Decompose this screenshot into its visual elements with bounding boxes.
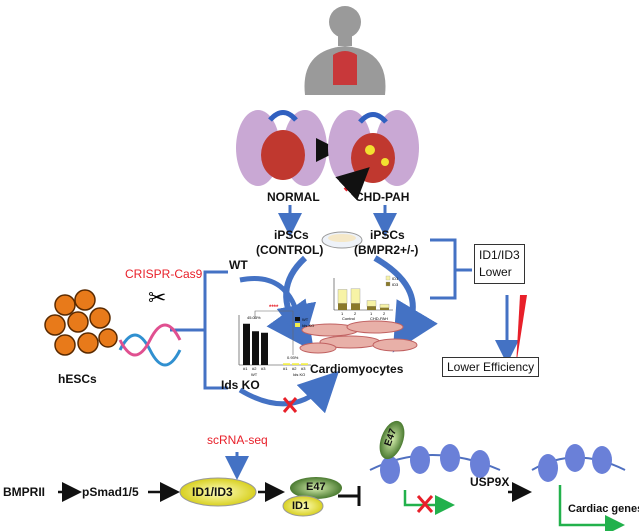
bar-wt [261,332,268,365]
tick-label: #2 [292,366,297,371]
e47-ellipse [290,477,342,499]
petri-dish-icon [321,231,363,249]
bar-id3 [338,303,347,310]
ipsc-control-sub: (CONTROL) [256,243,324,257]
bar-id3 [380,307,389,310]
dna-scissors-icon: ✂ [118,285,182,367]
bmprii-label: BMPRII [3,485,45,499]
bar-wt [252,331,259,365]
bar-id3 [351,303,360,310]
tick-label: #1 [283,366,288,371]
wt-label: WT [229,258,248,272]
id1-id3-ellipse [179,477,257,507]
tick-label: #2 [252,366,257,371]
legend-label: ID1 [392,276,399,281]
bar-wt [243,323,250,365]
legend-swatch [295,323,300,327]
legend-swatch [385,275,391,281]
defect-red-arrow [335,167,370,201]
bar-id1 [379,303,390,308]
chd-pah-lungs-heart-icon [328,110,419,186]
id1-id3-label: ID1/ID3 [192,485,233,499]
hescs-cluster-icon [44,289,118,356]
ipsc-bmpr-sub: (BMPR2+/-) [354,243,419,257]
bracket-right [430,238,457,300]
bar-id1 [337,289,348,304]
group-label: Ids KO [293,372,305,377]
tick-label: #3 [261,366,266,371]
e47-label: E47 [306,481,326,493]
id1-ellipse [282,495,324,517]
tick-label: 2 [354,311,357,316]
bar-ko [283,363,290,365]
cardiomyocytes-label: Cardiomyocytes [310,362,404,376]
significance-bracket [254,310,294,355]
tick-label: 1 [370,311,373,316]
normal-label: NORMAL [267,190,320,204]
tick-label: #3 [301,366,306,371]
crispr-label: CRISPR-Cas9 [125,267,203,281]
e47-bound-ellipse [379,420,405,460]
legend-label: ID3 [392,282,399,287]
id1-label: ID1 [292,500,310,512]
ipsc-control-label: iPSCs [274,228,309,242]
legend-swatch [295,317,300,321]
inhibition-arrow [338,486,361,506]
group-label: WT [251,372,258,377]
decrease-wedge-icon [516,295,527,366]
percent-ko: 0.93% [287,355,299,360]
group-label: CHD-PAH [370,316,388,321]
human-silhouette-icon [304,6,386,95]
legend-label: Ids KO [302,323,314,328]
tick-label: 2 [383,311,386,316]
bracket-left [203,270,228,390]
dna-nucleosomes-active-icon [531,444,626,482]
legend-swatch [385,281,391,287]
group-label: Control [342,316,355,321]
lower-efficiency-box: Lower Efficiency [442,357,540,377]
bar-id1 [350,288,361,304]
ids-ko-label: Ids KO [221,378,260,392]
percent-wt: 45.03% [247,315,261,320]
bar-id3 [367,306,376,310]
normal-lungs-heart-icon [236,110,327,186]
hescs-label: hESCs [58,372,97,386]
blocked-x-icon [282,397,298,413]
dna-nucleosomes-icon [369,444,501,484]
svg-text:✂: ✂ [148,285,166,310]
scrna-label: scRNA-seq [207,433,268,447]
usp9x-label: USP9X [470,475,510,489]
significance-stars: **** [269,305,279,311]
chd-pah-label: CHD-PAH [355,190,410,204]
bar-ko [301,363,308,365]
blocked-x-icon [416,495,434,513]
cardiomyocytes-image [299,320,418,354]
bar-ko [292,363,299,365]
bar-id1 [366,300,377,307]
psmad-label: pSmad1/5 [82,485,139,499]
tick-label: #1 [243,366,248,371]
legend-label: WT [302,317,309,322]
cardiac-genes-label: Cardiac genes [568,503,639,515]
ipsc-bmpr-label: iPSCs [370,228,405,242]
tick-label: 1 [341,311,344,316]
